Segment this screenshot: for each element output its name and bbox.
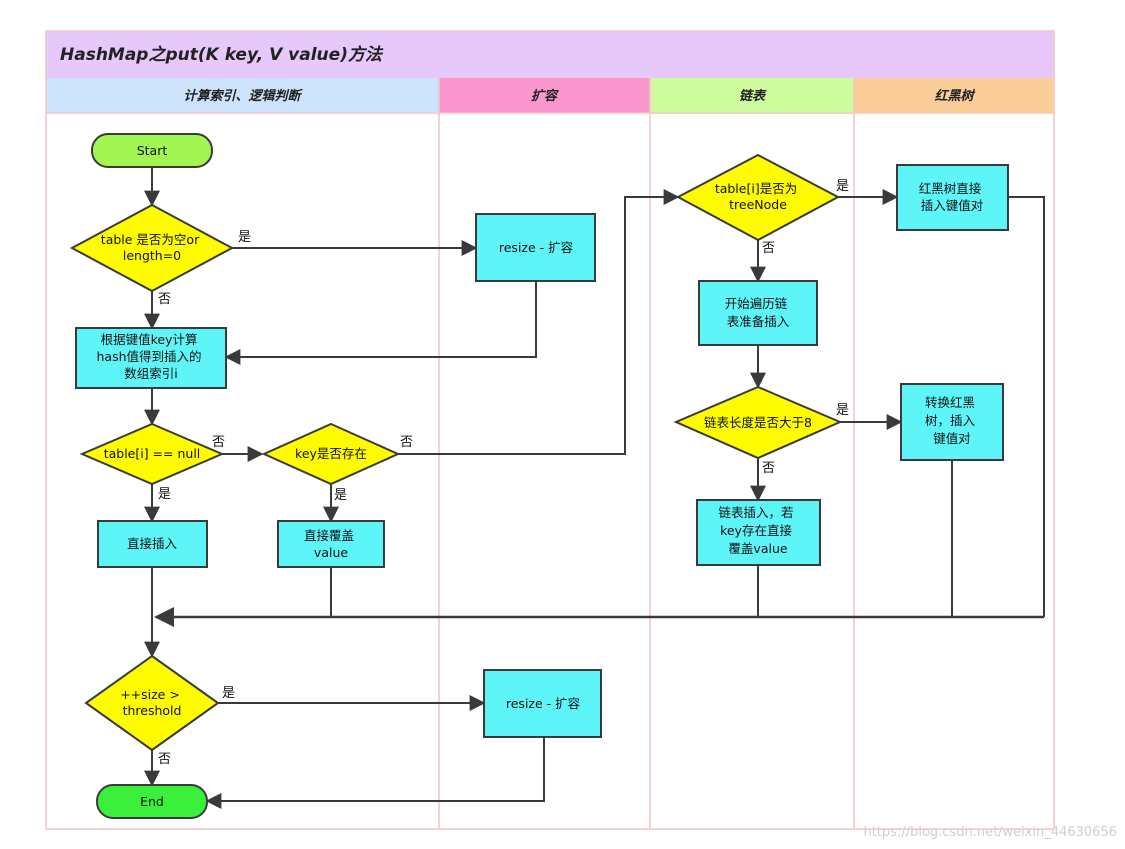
lane-header-resize bbox=[439, 78, 650, 113]
edge-rb-insert-merge bbox=[1008, 196, 1045, 617]
table-empty-label: table 是否为空or length=0 bbox=[101, 232, 203, 263]
direct-overwrite-process bbox=[277, 520, 385, 568]
label-table-empty-yes: 是 bbox=[238, 230, 251, 245]
size-threshold-label: ++size > threshold bbox=[120, 687, 184, 718]
direct-insert-process bbox=[97, 520, 208, 568]
label-null-yes: 是 bbox=[158, 487, 171, 502]
lane-label-linked-list: 链表 bbox=[739, 88, 767, 104]
lane-label-index: 计算索引、逻辑判断 bbox=[183, 88, 303, 104]
end-label: End bbox=[140, 794, 164, 809]
node-labels: Start table 是否为空or length=0 resize - 扩容 … bbox=[96, 143, 986, 809]
rb-insert-label: 红黑树直接 插入键值对 bbox=[919, 181, 986, 213]
traverse-list-label: 开始遍历链 表准备插入 bbox=[725, 296, 792, 329]
label-size-yes: 是 bbox=[222, 686, 235, 701]
nodes bbox=[69, 133, 1009, 819]
convert-rb-label: 转换红黑 树，插入 键值对 bbox=[925, 395, 979, 446]
edge-resize2-to-end bbox=[205, 737, 545, 809]
table-i-null-decision bbox=[79, 422, 225, 486]
label-len-yes: 是 bbox=[836, 403, 849, 418]
label-key-exists-yes: 是 bbox=[334, 488, 347, 503]
key-exists-decision bbox=[261, 422, 401, 486]
resize-process-2 bbox=[483, 669, 602, 738]
edge-key-exists-no bbox=[398, 189, 680, 455]
title-bar bbox=[46, 31, 1054, 78]
resize-process-1 bbox=[475, 213, 596, 282]
direct-insert-label: 直接插入 bbox=[127, 536, 178, 551]
label-null-no: 否 bbox=[212, 435, 225, 450]
swimlane-outline bbox=[45, 30, 1055, 830]
label-table-empty-no: 否 bbox=[158, 292, 171, 307]
lane-header-index bbox=[46, 78, 439, 113]
direct-overwrite-label: 直接覆盖 value bbox=[304, 528, 358, 560]
resize-1-label: resize - 扩容 bbox=[499, 240, 573, 255]
size-threshold-decision bbox=[84, 654, 220, 752]
label-tree-yes: 是 bbox=[836, 179, 849, 194]
is-tree-node-decision bbox=[675, 153, 841, 242]
is-tree-node-label: table[i]是否为 treeNode bbox=[715, 181, 801, 212]
start-terminal bbox=[91, 133, 213, 168]
label-len-no: 否 bbox=[762, 461, 775, 476]
traverse-list-process bbox=[698, 280, 818, 346]
edge-resize1-to-compute bbox=[224, 281, 537, 365]
watermark: https://blog.csdn.net/weixin_44630656 bbox=[863, 825, 1117, 840]
list-length-decision bbox=[673, 385, 843, 460]
table-i-null-label: table[i] == null bbox=[104, 446, 201, 461]
label-size-no: 否 bbox=[158, 752, 171, 767]
diagram-title: HashMap之put(K key, V value)方法 bbox=[60, 45, 384, 65]
end-terminal bbox=[96, 784, 208, 819]
key-exists-label: key是否存在 bbox=[295, 446, 367, 461]
table-empty-decision bbox=[69, 203, 235, 293]
edge-labels: 是 否 否 是 否 是 是 否 是 否 是 否 bbox=[158, 179, 849, 767]
rb-insert-process bbox=[896, 164, 1009, 231]
compute-index-process bbox=[75, 327, 227, 389]
swimlane-frame: HashMap之put(K key, V value)方法 计算索引、逻辑判断 … bbox=[45, 30, 1055, 830]
resize-2-label: resize - 扩容 bbox=[506, 696, 580, 711]
label-key-exists-no: 否 bbox=[400, 435, 413, 450]
lane-label-red-black-tree: 红黑树 bbox=[934, 88, 975, 104]
lane-header-red-black-tree bbox=[854, 78, 1054, 113]
list-insert-label: 链表插入，若 key存在直接 覆盖value bbox=[719, 505, 798, 556]
convert-rb-process bbox=[900, 383, 1004, 461]
compute-index-label: 根据键值key计算 hash值得到插入的 数组索引i bbox=[96, 332, 205, 381]
start-label: Start bbox=[137, 143, 168, 158]
list-insert-process bbox=[696, 499, 821, 566]
lane-header-linked-list bbox=[650, 78, 854, 113]
list-length-label: 链表长度是否大于8 bbox=[704, 415, 812, 430]
connectors bbox=[144, 167, 1045, 809]
label-tree-no: 否 bbox=[762, 241, 775, 256]
lane-label-resize: 扩容 bbox=[531, 88, 559, 104]
